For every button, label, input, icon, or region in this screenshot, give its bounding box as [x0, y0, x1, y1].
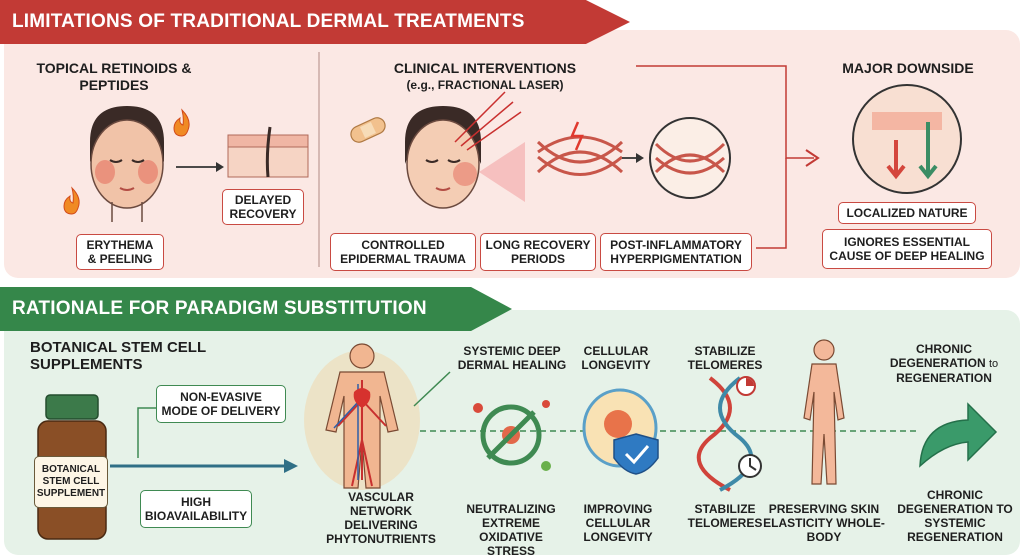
bottle-label: BOTANICAL STEM CELL SUPPLEMENT [34, 456, 108, 508]
bandage-icon [350, 117, 386, 143]
skin-fibers-damaged-illustration [536, 121, 624, 176]
erythema-peeling-box: ERYTHEMA & PEELING [76, 234, 164, 270]
oxidative-stress-illustration [473, 400, 551, 471]
cellular-longevity-label: CELLULAR LONGEVITY [581, 344, 651, 372]
connector-line [413, 371, 451, 407]
face-laser-illustration [405, 91, 525, 209]
stabilize-telomeres-label: STABILIZE TELOMERES [687, 344, 763, 372]
arrow-right-icon [176, 162, 224, 172]
connector-arrow [636, 65, 820, 249]
hyperpigmentation-box: POST-INFLAMMATORY HYPERPIGMENTATION [600, 233, 752, 271]
chronic-regeneration-label: CHRONIC DEGENERATION to REGENERATION [889, 342, 999, 385]
section-divider [318, 52, 320, 267]
vascular-network-label: VASCULAR NETWORK DELIVERING PHYTONUTRIEN… [326, 490, 436, 546]
clinical-heading: CLINICAL INTERVENTIONS [393, 60, 577, 76]
regeneration-arrow-icon [919, 402, 998, 468]
high-bioavailability-box: HIGH BIOAVAILABILITY [140, 490, 252, 528]
skin-fibers-zoom-illustration [649, 117, 731, 199]
clinical-subheading: (e.g., FRACTIONAL LASER) [406, 78, 564, 92]
systemic-healing-label: SYSTEMIC DEEP DERMAL HEALING [457, 344, 567, 372]
localized-nature-box: LOCALIZED NATURE [838, 202, 976, 224]
downside-heading: MAJOR DOWNSIDE [842, 60, 974, 76]
chronic-systemic-label: CHRONIC DEGENERATION TO SYSTEMIC REGENER… [897, 488, 1013, 544]
neutralizing-stress-label: NEUTRALIZING EXTREME OXIDATIVE STRESS [466, 502, 556, 558]
connector-arrow [110, 459, 298, 473]
body-figure-illustration [803, 339, 845, 485]
controlled-trauma-box: CONTROLLED EPIDERMAL TRAUMA [330, 233, 476, 271]
face-irritated-illustration [90, 106, 164, 222]
cell-shield-illustration [582, 388, 659, 475]
ignores-cause-box: IGNORES ESSENTIAL CAUSE OF DEEP HEALING [822, 229, 992, 269]
skin-layer-illustration [227, 126, 309, 178]
botanical-heading: BOTANICAL STEM CELL SUPPLEMENTS [30, 339, 206, 373]
non-evasive-delivery-box: NON-EVASIVE MODE OF DELIVERY [156, 385, 286, 423]
arrow-right-icon [622, 153, 644, 163]
long-recovery-box: LONG RECOVERY PERIODS [480, 233, 596, 271]
stabilize-telomeres-bottom-label: STABILIZE TELOMERES [687, 502, 763, 530]
improving-longevity-label: IMPROVING CELLULAR LONGEVITY [583, 502, 653, 544]
limitations-banner: LIMITATIONS OF TRADITIONAL DERMAL TREATM… [0, 0, 630, 44]
rationale-banner: RATIONALE FOR PARADIGM SUBSTITUTION [0, 287, 512, 331]
skin-penetration-illustration [852, 84, 962, 194]
fire-icon [173, 108, 190, 137]
delayed-recovery-box: DELAYED RECOVERY [222, 189, 304, 225]
dna-telomere-illustration [696, 376, 762, 492]
preserving-elasticity-label: PRESERVING SKIN ELASTICITY WHOLE-BODY [763, 502, 885, 544]
vascular-body-illustration [304, 343, 420, 490]
fire-icon [63, 186, 80, 215]
connector-line [137, 407, 156, 458]
topical-heading: TOPICAL RETINOIDS & PEPTIDES [36, 60, 192, 93]
